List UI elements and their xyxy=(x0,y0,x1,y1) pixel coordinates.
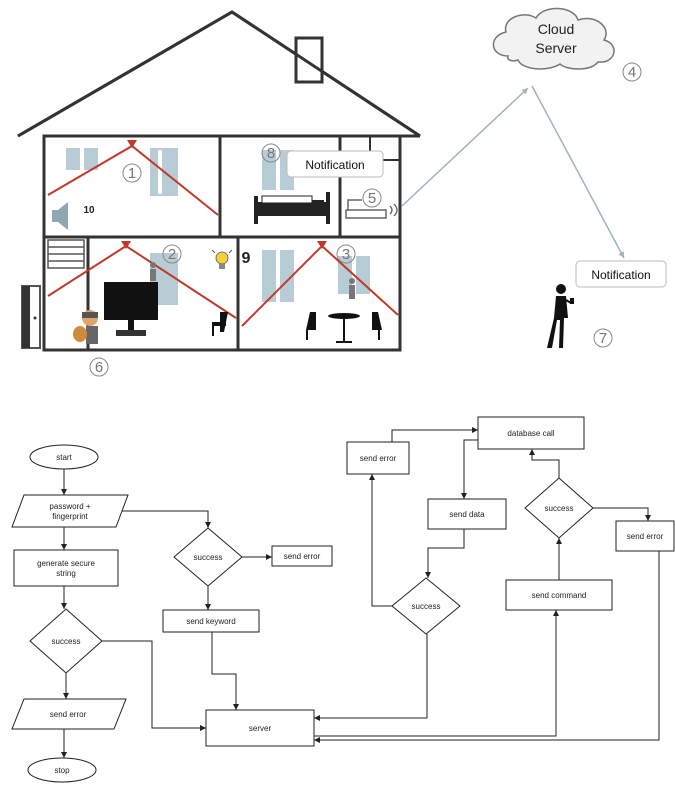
password-label: password + xyxy=(49,502,90,511)
marker-10: 10 xyxy=(79,199,99,219)
stop-node xyxy=(27,757,97,783)
fingerprint-label: fingerprint xyxy=(52,512,88,521)
send-command-label: send command xyxy=(532,591,587,600)
chair-icon xyxy=(212,312,228,336)
start-label: start xyxy=(56,453,72,462)
cloud-server: Cloud Server xyxy=(492,7,615,70)
cloud-links xyxy=(401,85,625,259)
marker-9: 9 xyxy=(242,250,251,267)
chimney xyxy=(294,36,324,84)
svg-text:9: 9 xyxy=(242,250,251,267)
house-notification: Notification xyxy=(286,150,384,178)
resident-figure-living xyxy=(150,262,156,281)
resident-figure xyxy=(349,278,355,299)
burglar-icon xyxy=(73,310,98,344)
laser-emitters xyxy=(121,140,327,249)
send-error-top-label: send error xyxy=(360,454,397,463)
marker-4: 4 xyxy=(622,62,642,82)
svg-text:6: 6 xyxy=(95,359,103,376)
svg-text:Server: Server xyxy=(535,40,577,56)
decision-3 xyxy=(391,577,461,635)
marker-5: 5 xyxy=(362,188,382,208)
decision-3-label: success xyxy=(412,602,441,611)
flowchart xyxy=(11,416,675,783)
phone-notification: Notification xyxy=(575,260,667,288)
svg-text:4: 4 xyxy=(628,64,636,81)
database-node xyxy=(477,416,585,450)
stairs xyxy=(47,239,85,269)
generate-label-2: string xyxy=(56,569,76,578)
bed-icon xyxy=(254,192,330,224)
person-with-phone-icon xyxy=(547,284,574,348)
marker-8: 8 xyxy=(261,143,281,163)
decision-4-label: success xyxy=(545,504,574,513)
password-input-node xyxy=(11,494,129,528)
marker-6: 6 xyxy=(89,357,109,377)
marker-7: 7 xyxy=(593,328,613,348)
speaker-icon xyxy=(52,202,68,230)
marker-1: 1 xyxy=(122,163,142,183)
svg-text:1: 1 xyxy=(128,165,136,182)
database-label: database call xyxy=(507,429,554,438)
marker-2: 2 xyxy=(162,244,182,264)
svg-text:3: 3 xyxy=(342,246,350,263)
send-error-mid-node xyxy=(271,545,333,567)
flowchart-labels: start password + fingerprint generate se… xyxy=(37,429,663,775)
decision-1-label: success xyxy=(52,637,81,646)
send-error-mid-label: send error xyxy=(284,552,321,561)
svg-text:Notification: Notification xyxy=(591,268,650,282)
send-data-label: send data xyxy=(449,510,485,519)
svg-text:10: 10 xyxy=(83,205,95,216)
tv-icon xyxy=(104,282,158,336)
decision-2-label: success xyxy=(194,553,223,562)
send-error-top-node xyxy=(346,441,410,475)
svg-text:5: 5 xyxy=(368,190,376,207)
house: 1 2 3 5 6 8 9 10 Notification xyxy=(17,10,421,377)
send-error-left-node xyxy=(11,698,127,730)
send-data-node xyxy=(427,498,507,530)
front-door xyxy=(21,285,41,349)
svg-text:7: 7 xyxy=(599,330,607,347)
send-command-node xyxy=(505,579,613,611)
sensor-5-icon xyxy=(389,203,398,217)
send-keyword-node xyxy=(162,609,260,633)
server-node xyxy=(205,709,315,747)
send-error-right-node xyxy=(615,520,675,552)
marker-3: 3 xyxy=(336,244,356,264)
server-label: server xyxy=(249,724,272,733)
send-keyword-label: send keyword xyxy=(186,617,235,626)
number-markers: 1 2 3 5 6 8 9 10 xyxy=(79,143,382,377)
send-error-right-label: send error xyxy=(627,532,664,541)
generate-string-node xyxy=(13,549,119,587)
sink-icon xyxy=(345,199,387,219)
generate-label-1: generate secure xyxy=(37,559,95,568)
svg-text:8: 8 xyxy=(267,145,275,162)
send-error-left-label: send error xyxy=(50,710,87,719)
svg-text:2: 2 xyxy=(168,246,176,263)
roof xyxy=(17,10,421,138)
light-bulb-icon xyxy=(211,249,233,269)
stop-label: stop xyxy=(54,766,70,775)
svg-text:Cloud: Cloud xyxy=(538,21,575,37)
dining-table-icon xyxy=(306,312,382,343)
svg-text:Notification: Notification xyxy=(305,158,364,172)
